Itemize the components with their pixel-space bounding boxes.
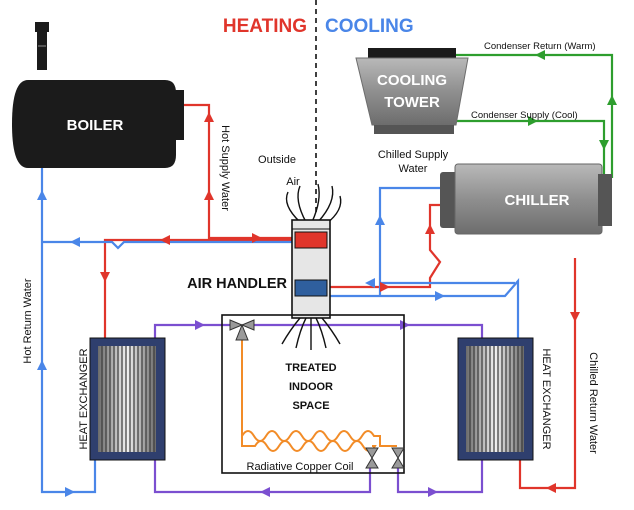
heat-exchanger-left[interactable]	[89, 337, 166, 461]
cooling-tower-label-line1: COOLING	[377, 72, 447, 89]
condenser-pipes	[456, 53, 614, 178]
heat-exchanger-left-label: HEAT EXCHANGER	[78, 348, 90, 449]
cooling-tower-label-line2: TOWER	[384, 94, 440, 111]
valve-icon[interactable]	[391, 447, 405, 469]
chiller[interactable]: CHILLER	[440, 163, 612, 235]
heat-exchanger-right-label: HEAT EXCHANGER	[540, 348, 552, 449]
chilled-supply-label-line1: Chilled Supply	[378, 149, 449, 161]
chiller-label: CHILLER	[505, 192, 570, 209]
heating-coil	[294, 231, 328, 249]
heat-exchanger-fins	[98, 346, 156, 452]
radiative-copper-coil	[241, 330, 397, 452]
heat-exchanger-right[interactable]	[457, 337, 534, 461]
air-handler[interactable]	[291, 219, 331, 319]
hot-supply-water-label: Hot Supply Water	[219, 125, 231, 211]
treated-space-label-line1: TREATED	[285, 362, 336, 374]
hot-return-water-label: Hot Return Water	[22, 278, 34, 364]
air-handler-labels-arrows	[281, 317, 341, 350]
cooling-tower[interactable]: COOLING TOWER	[355, 48, 469, 134]
heat-exchanger-fins	[466, 346, 524, 452]
boiler-label: BOILER	[67, 117, 124, 134]
boiler[interactable]: BOILER	[12, 22, 184, 168]
valve-icon[interactable]	[365, 447, 379, 469]
air-handler-label: AIR HANDLER	[187, 276, 287, 292]
outside-air-label-line1: Outside	[258, 154, 296, 166]
cooling-title: COOLING	[325, 16, 414, 37]
outside-air-label-line2: Air	[286, 176, 300, 188]
cooling-coil	[294, 279, 328, 297]
heating-title: HEATING	[223, 16, 307, 37]
treated-indoor-space	[221, 314, 405, 474]
valve-icon[interactable]	[229, 319, 255, 341]
radiative-coil-label: Radiative Copper Coil	[247, 461, 354, 473]
chilled-supply-label-line2: Water	[399, 163, 428, 175]
condenser-return-label: Condenser Return (Warm)	[484, 41, 596, 52]
outside-air-arrows	[285, 183, 342, 225]
condenser-supply-label: Condenser Supply (Cool)	[471, 110, 578, 121]
treated-space-label-line2: INDOOR	[289, 381, 333, 393]
treated-space-label-line3: SPACE	[292, 400, 329, 412]
chilled-return-water-label: Chilled Return Water	[587, 352, 599, 454]
